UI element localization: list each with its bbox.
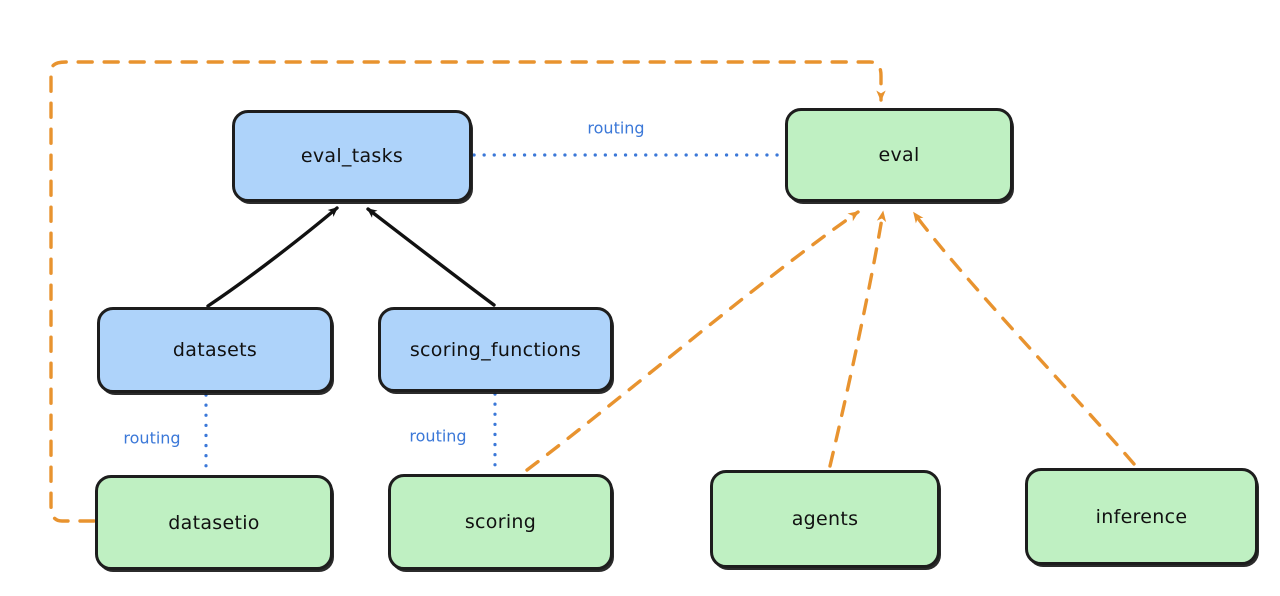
node-scoring-functions[interactable]: scoring_functions <box>378 307 613 392</box>
edge-inference-to-eval <box>912 211 1136 466</box>
edge-datasets-to-eval-tasks <box>206 206 339 308</box>
edge-label-routing-scoring-functions-scoring: routing <box>409 426 467 446</box>
node-eval-tasks[interactable]: eval_tasks <box>232 110 472 202</box>
node-label-eval-tasks: eval_tasks <box>300 145 404 167</box>
edge-scoring-functions-to-eval-tasks <box>366 207 496 307</box>
edge-label-routing-eval-tasks-eval: routing <box>587 118 645 138</box>
node-inference[interactable]: inference <box>1025 468 1258 565</box>
node-datasets[interactable]: datasets <box>97 307 333 393</box>
node-datasetio[interactable]: datasetio <box>95 475 333 570</box>
node-label-inference: inference <box>1095 505 1188 528</box>
edge-agents-to-eval <box>828 210 887 468</box>
node-label-eval: eval <box>878 144 920 166</box>
node-label-scoring-functions: scoring_functions <box>409 338 582 361</box>
node-label-datasetio: datasetio <box>168 511 260 534</box>
node-agents[interactable]: agents <box>710 470 940 568</box>
node-scoring[interactable]: scoring <box>388 474 613 570</box>
node-label-agents: agents <box>791 508 859 530</box>
node-label-scoring: scoring <box>464 511 537 533</box>
node-label-datasets: datasets <box>172 339 258 361</box>
node-eval[interactable]: eval <box>785 108 1013 202</box>
edge-label-routing-datasets-datasetio: routing <box>123 428 181 448</box>
